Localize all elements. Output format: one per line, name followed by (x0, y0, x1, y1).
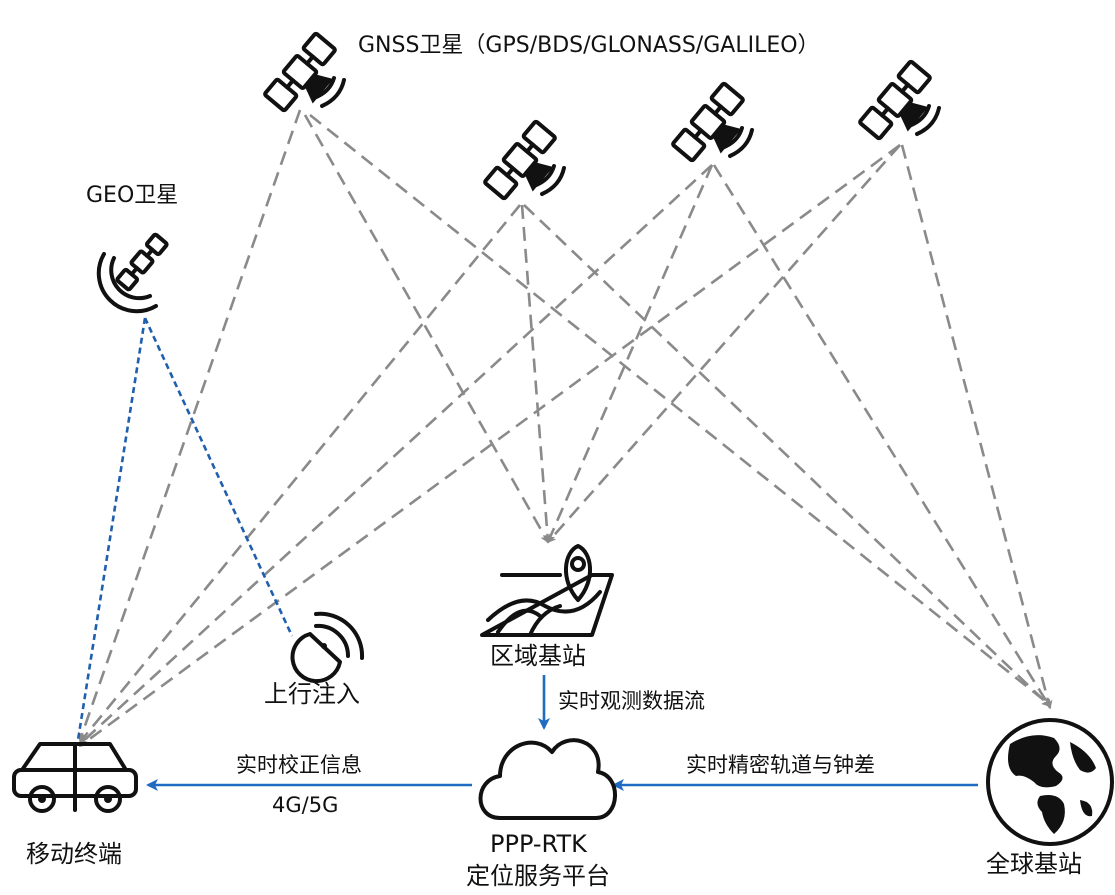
platform-label-line2: 定位服务平台 (466, 862, 610, 890)
geo-title: GEO卫星 (86, 183, 178, 208)
gnss-satellites (262, 31, 946, 212)
geo-satellite-icon (96, 232, 169, 314)
link-sat2-global (523, 204, 1052, 708)
gnss-title: GNSS卫星（GPS/BDS/GLONASS/GALILEO） (358, 33, 820, 58)
link-sat4-global (900, 144, 1053, 710)
signal-links (78, 109, 1053, 748)
link-sat4-terminal (78, 143, 901, 748)
link-sat2-regional (520, 204, 552, 544)
link-sat1-regional (303, 114, 550, 544)
regional-station-label: 区域基站 (490, 642, 586, 670)
link-sat1-global (309, 113, 1052, 707)
satellite-icon (482, 119, 571, 212)
link-sat3-terminal (78, 164, 713, 746)
precise-orbit-clock-label: 实时精密轨道与钟差 (686, 753, 875, 777)
uplink-label: 上行注入 (264, 680, 360, 708)
link-geo-terminal (76, 317, 147, 741)
globe-icon (986, 718, 1114, 846)
geo-links (76, 317, 294, 741)
link-sat3-regional (546, 164, 714, 544)
satellite-icon (670, 81, 759, 174)
satellite-dish-icon (290, 611, 365, 684)
link-sat3-global (712, 164, 1052, 709)
network-label: 4G/5G (272, 793, 338, 817)
satellite-icon (262, 31, 351, 124)
link-sat2-terminal (78, 204, 522, 744)
satellite-icon (857, 59, 946, 152)
terminal-label: 移动终端 (26, 840, 122, 868)
link-sat1-terminal (78, 109, 302, 742)
correction-info-label: 实时校正信息 (236, 753, 362, 777)
data-flows (146, 675, 978, 791)
observation-stream-label: 实时观测数据流 (558, 689, 705, 713)
global-station-label: 全球基站 (986, 850, 1082, 878)
link-geo-uplink (143, 317, 294, 637)
cloud-icon (478, 738, 617, 820)
link-sat4-regional (547, 144, 901, 544)
map-pin-icon (480, 544, 614, 637)
platform-label-line1: PPP-RTK (490, 830, 588, 858)
car-icon (12, 742, 138, 813)
